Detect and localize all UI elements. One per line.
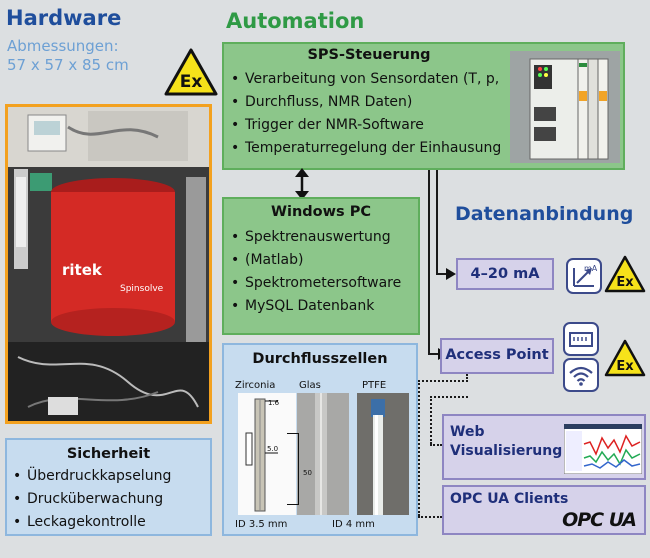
- safety-box: Sicherheit Überdruckkapselung Drucküberw…: [5, 438, 212, 536]
- connector-line: [436, 273, 448, 275]
- hardware-title: Hardware: [6, 6, 122, 30]
- svg-text:1.6: 1.6: [268, 399, 280, 407]
- ex-warning-icon: Ex: [164, 48, 218, 96]
- dotted-connector: [430, 396, 432, 444]
- windows-pc-box: Windows PC Spektrenauswertung (Matlab) S…: [222, 197, 420, 335]
- dotted-connector: [418, 380, 420, 516]
- flow-id-left: ID 3.5 mm: [235, 519, 288, 530]
- dotted-connector: [418, 380, 468, 382]
- access-point-label: Access Point: [445, 347, 549, 363]
- analog-label: 4–20 mA: [470, 266, 540, 282]
- sps-list: Verarbeitung von Sensordaten (T, p, Durc…: [231, 68, 501, 160]
- opc-ua-logo: OPC UA: [562, 509, 637, 531]
- svg-text:Ex: Ex: [180, 72, 203, 92]
- dimensions-value: 57 x 57 x 85 cm: [7, 56, 129, 74]
- svg-text:5.0: 5.0: [267, 445, 278, 453]
- web-visualization-box: Web Visualisierung: [442, 414, 646, 480]
- flow-label-glass: Glas: [299, 380, 321, 391]
- zirconia-cell-drawing: 1.6 5.0: [238, 393, 296, 515]
- spectrometer-cabinet-image: ritek Spinsolve: [8, 107, 209, 421]
- ptfe-cell-drawing: [357, 393, 409, 515]
- dimension-bracket: [287, 433, 299, 505]
- web-dashboard-thumbnail: [564, 424, 642, 474]
- sps-item: Temperaturregelung der Einhausung: [231, 137, 501, 160]
- pc-item: (Matlab): [231, 249, 401, 272]
- double-arrow-icon: [295, 168, 309, 200]
- dotted-connector: [466, 374, 468, 382]
- ex-warning-icon: Ex: [604, 339, 646, 377]
- hardware-photo: ritek Spinsolve: [5, 104, 212, 424]
- automation-title: Automation: [226, 9, 365, 33]
- dimensions-label: Abmessungen:: [7, 37, 119, 55]
- wifi-icon: [563, 358, 599, 392]
- glass-cell-drawing: 50: [297, 393, 349, 515]
- pc-item: Spektrometersoftware: [231, 272, 401, 295]
- svg-text:50: 50: [303, 469, 312, 477]
- dotted-connector: [430, 444, 442, 446]
- sps-item: Verarbeitung von Sensordaten (T, p,: [231, 68, 501, 91]
- flow-label-ptfe: PTFE: [362, 380, 387, 391]
- sps-item: Durchfluss, NMR Daten): [231, 91, 501, 114]
- access-point-box: Access Point: [440, 338, 554, 374]
- dotted-connector: [418, 516, 442, 518]
- safety-list: Überdruckkapselung Drucküberwachung Leck…: [13, 465, 171, 534]
- connector-line: [436, 170, 438, 274]
- opc-label: OPC UA Clients: [450, 491, 569, 507]
- ex-warning-icon: Ex: [604, 255, 646, 293]
- arrowhead-icon: [446, 268, 456, 280]
- flow-title: Durchflusszellen: [252, 351, 388, 367]
- opc-ua-clients-box: OPC UA Clients OPC UA: [442, 485, 646, 535]
- pc-title: Windows PC: [271, 204, 371, 220]
- connector-line: [428, 170, 430, 354]
- safety-item: Leckagekontrolle: [13, 511, 171, 534]
- svg-text:mA: mA: [584, 264, 598, 273]
- web-label-line1: Web: [450, 424, 485, 440]
- data-connection-title: Datenanbindung: [455, 203, 634, 225]
- flow-label-zirconia: Zirconia: [235, 380, 276, 391]
- plc-device-image: [510, 51, 620, 163]
- sps-control-box: SPS-Steuerung Verarbeitung von Sensordat…: [222, 42, 625, 170]
- ethernet-port-icon: [563, 322, 599, 356]
- svg-text:ritek: ritek: [62, 261, 103, 279]
- dotted-connector: [430, 396, 468, 398]
- svg-text:Spinsolve: Spinsolve: [120, 284, 164, 294]
- svg-text:Ex: Ex: [616, 359, 634, 374]
- flow-cells-box: Durchflusszellen Zirconia Glas PTFE 1.6 …: [222, 343, 418, 536]
- flow-id-right: ID 4 mm: [332, 519, 375, 530]
- analog-output-box: 4–20 mA: [456, 258, 554, 290]
- pc-item: Spektrenauswertung: [231, 226, 401, 249]
- safety-title: Sicherheit: [66, 446, 151, 462]
- web-label-line2: Visualisierung: [450, 443, 563, 459]
- safety-item: Drucküberwachung: [13, 488, 171, 511]
- pc-item: MySQL Datenbank: [231, 295, 401, 318]
- safety-item: Überdruckkapselung: [13, 465, 171, 488]
- sps-item: Trigger der NMR-Software: [231, 114, 501, 137]
- connector-line: [428, 353, 440, 355]
- analog-signal-icon: mA: [566, 258, 602, 294]
- pc-list: Spektrenauswertung (Matlab) Spektrometer…: [231, 226, 401, 318]
- svg-text:Ex: Ex: [616, 275, 634, 290]
- sps-title: SPS-Steuerung: [307, 47, 431, 63]
